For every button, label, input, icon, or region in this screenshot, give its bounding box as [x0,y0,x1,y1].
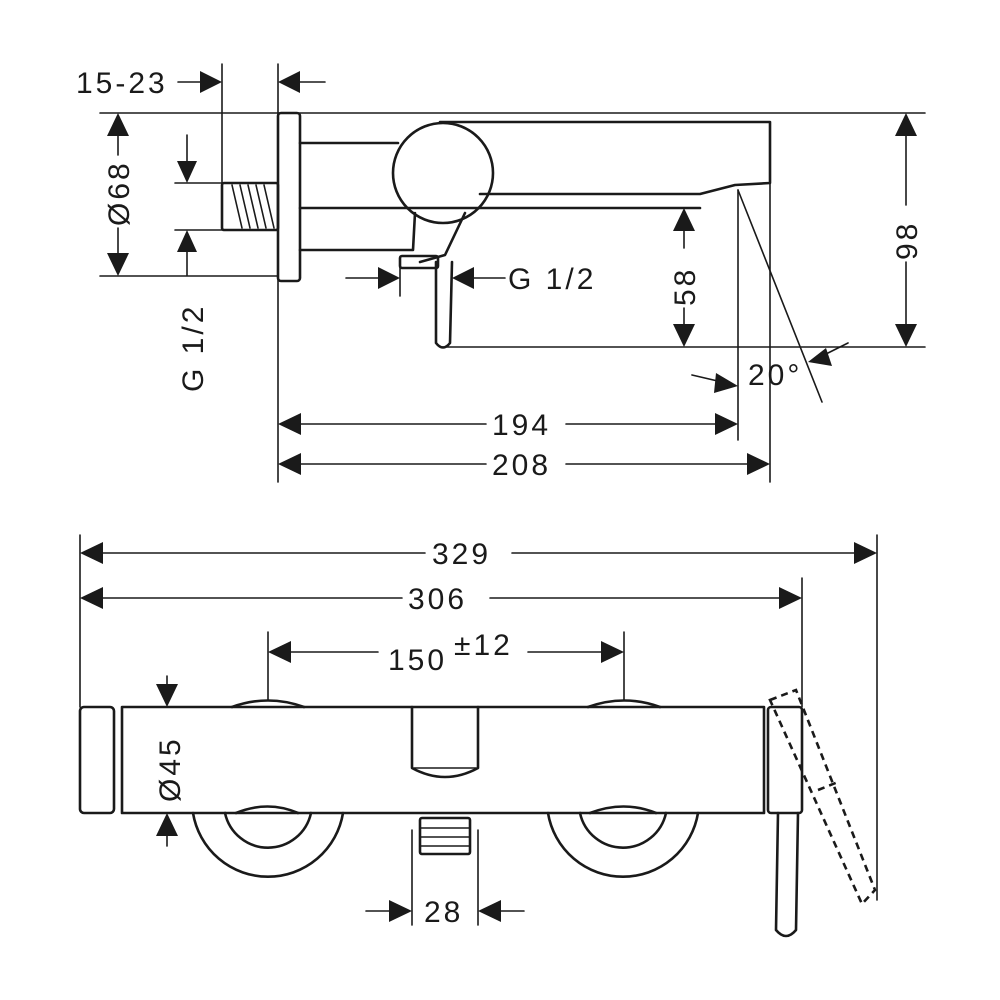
dim-angle: 20° [691,342,849,393]
dim-wall-offset: 15-23 [76,67,326,100]
label-outlet-28: 28 [424,896,463,929]
dim-total-329: 329 [80,538,877,571]
spout-outlet [410,705,480,779]
escutcheon-left-inner [223,811,313,849]
angle-line [737,189,823,403]
label-length-208: 208 [492,449,551,482]
mixer-body-front [120,705,766,815]
label-angle: 20° [748,359,802,392]
handle-end-cap [78,705,116,815]
dim-center-150: 150 ±12 [268,629,624,677]
escutcheon-left-top [230,699,306,709]
diverter-lever-front [774,811,800,938]
label-center-base: 150 [388,644,447,677]
label-height-58: 58 [669,267,702,306]
escutcheon-left-curve [234,805,300,815]
dim-height-98: 98 [891,113,924,347]
escutcheon-right-top [586,699,662,709]
label-center-tol: ±12 [454,629,513,662]
label-total-329: 329 [432,538,491,571]
escutcheon-right-bottom [546,811,700,879]
escutcheon-right-curve [588,805,658,815]
spout [438,120,772,196]
label-height-98: 98 [891,221,924,260]
dim-length-194: 194 [278,409,738,442]
dim-height-58: 58 [669,208,702,347]
label-length-194: 194 [492,409,551,442]
handle-neck [411,211,467,264]
escutcheon-right-inner [578,811,668,849]
threaded-connector [220,181,280,232]
dim-width-306: 306 [80,583,802,616]
dim-diameter-45: Ø45 [154,675,187,847]
label-diameter-68: Ø68 [103,160,136,226]
front-view: 329 306 150 ±12 Ø45 [78,534,878,938]
lever-swung-position [768,688,877,907]
mixer-body [298,141,702,252]
wall-flange [276,111,302,283]
escutcheon-left-bottom [191,811,345,879]
outlet-connector [418,816,472,856]
label-width-306: 306 [408,583,467,616]
right-end-cap [766,705,804,815]
dim-thread-height: G 1/2 [177,134,210,392]
dim-length-208: 208 [278,449,770,482]
dim-thread-bottom: G 1/2 [345,261,596,297]
handle-wheel [391,121,495,225]
label-wall-offset: 15-23 [76,67,168,100]
label-thread-left: G 1/2 [177,304,210,392]
diverter-lever [434,260,454,349]
label-diameter-45: Ø45 [154,736,187,802]
lever-swung-inner [817,780,839,792]
dim-outlet-28: 28 [365,896,525,929]
dim-diameter-68: Ø68 [103,113,136,276]
side-view: 15-23 Ø68 G 1/2 G 1/2 [76,63,926,483]
label-thread-bottom: G 1/2 [508,263,596,296]
